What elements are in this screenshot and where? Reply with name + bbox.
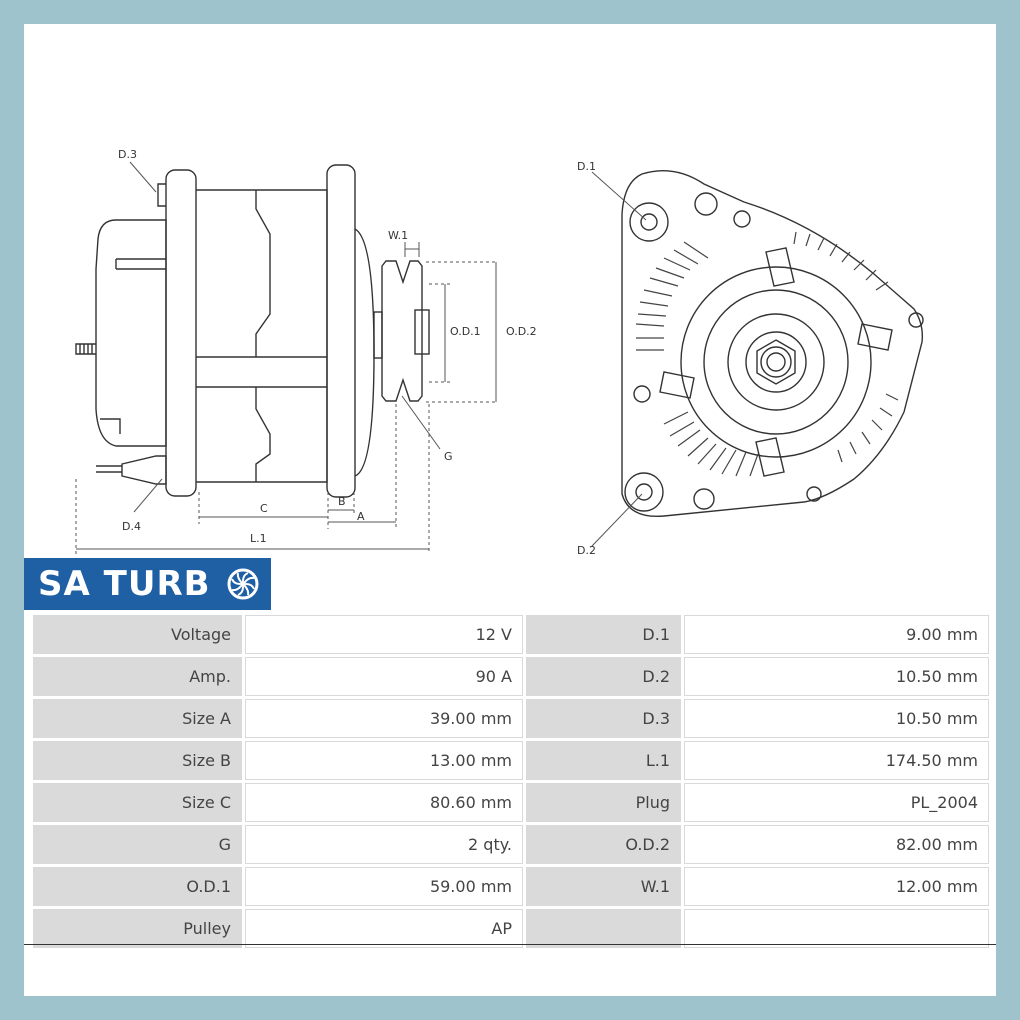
spec-label: Amp. bbox=[33, 657, 242, 696]
label-w1: W.1 bbox=[388, 229, 408, 242]
spec-label: Size A bbox=[33, 699, 242, 738]
spec-value: 39.00 mm bbox=[245, 699, 523, 738]
label-a: A bbox=[357, 510, 365, 523]
spec-label: D.2 bbox=[526, 657, 681, 696]
label-b: B bbox=[338, 495, 346, 508]
product-sheet: D.3 D.4 W.1 O.D.1 O.D.2 G C B A L.1 D.1 … bbox=[24, 24, 996, 996]
spec-value bbox=[684, 909, 989, 948]
alternator-side-view bbox=[75, 164, 430, 498]
spec-value: 12 V bbox=[245, 615, 523, 654]
spec-value: PL_2004 bbox=[684, 783, 989, 822]
spec-label: G bbox=[33, 825, 242, 864]
sa-turbo-logo: SA TURB bbox=[24, 558, 271, 610]
spec-value: 82.00 mm bbox=[684, 825, 989, 864]
spec-value: 12.00 mm bbox=[684, 867, 989, 906]
spec-value: 59.00 mm bbox=[245, 867, 523, 906]
label-od1: O.D.1 bbox=[450, 325, 481, 338]
label-g: G bbox=[444, 450, 453, 463]
turbo-wheel-icon bbox=[227, 568, 259, 600]
spec-label: D.3 bbox=[526, 699, 681, 738]
side-view-dimensions bbox=[75, 161, 498, 554]
label-od2: O.D.2 bbox=[506, 325, 537, 338]
spec-label: Plug bbox=[526, 783, 681, 822]
spec-value: 10.50 mm bbox=[684, 657, 989, 696]
spec-label: D.1 bbox=[526, 615, 681, 654]
spec-value: 13.00 mm bbox=[245, 741, 523, 780]
spec-value: 9.00 mm bbox=[684, 615, 989, 654]
label-l1: L.1 bbox=[250, 532, 267, 545]
spec-label: Voltage bbox=[33, 615, 242, 654]
spec-value: 2 qty. bbox=[245, 825, 523, 864]
spec-value: 80.60 mm bbox=[245, 783, 523, 822]
spec-value: 174.50 mm bbox=[684, 741, 989, 780]
spec-value: 90 A bbox=[245, 657, 523, 696]
label-d4: D.4 bbox=[122, 520, 141, 533]
spec-label bbox=[526, 909, 681, 948]
label-d1: D.1 bbox=[577, 160, 596, 173]
alternator-front-view bbox=[621, 169, 924, 518]
spec-label: O.D.1 bbox=[33, 867, 242, 906]
spec-value: 10.50 mm bbox=[684, 699, 989, 738]
spec-label: L.1 bbox=[526, 741, 681, 780]
alternator-technical-drawing: D.3 D.4 W.1 O.D.1 O.D.2 G C B A L.1 D.1 … bbox=[75, 148, 924, 557]
logo-text: SA TURB bbox=[38, 564, 211, 604]
spec-label: O.D.2 bbox=[526, 825, 681, 864]
spec-label: W.1 bbox=[526, 867, 681, 906]
spec-value: AP bbox=[245, 909, 523, 948]
spec-label: Size C bbox=[33, 783, 242, 822]
bottom-divider bbox=[24, 944, 996, 945]
label-c: C bbox=[260, 502, 268, 515]
spec-label: Pulley bbox=[33, 909, 242, 948]
label-d2: D.2 bbox=[577, 544, 596, 557]
label-d3: D.3 bbox=[118, 148, 137, 161]
front-view-leaders bbox=[591, 171, 647, 547]
cooling-slots bbox=[635, 231, 899, 477]
spec-label: Size B bbox=[33, 741, 242, 780]
